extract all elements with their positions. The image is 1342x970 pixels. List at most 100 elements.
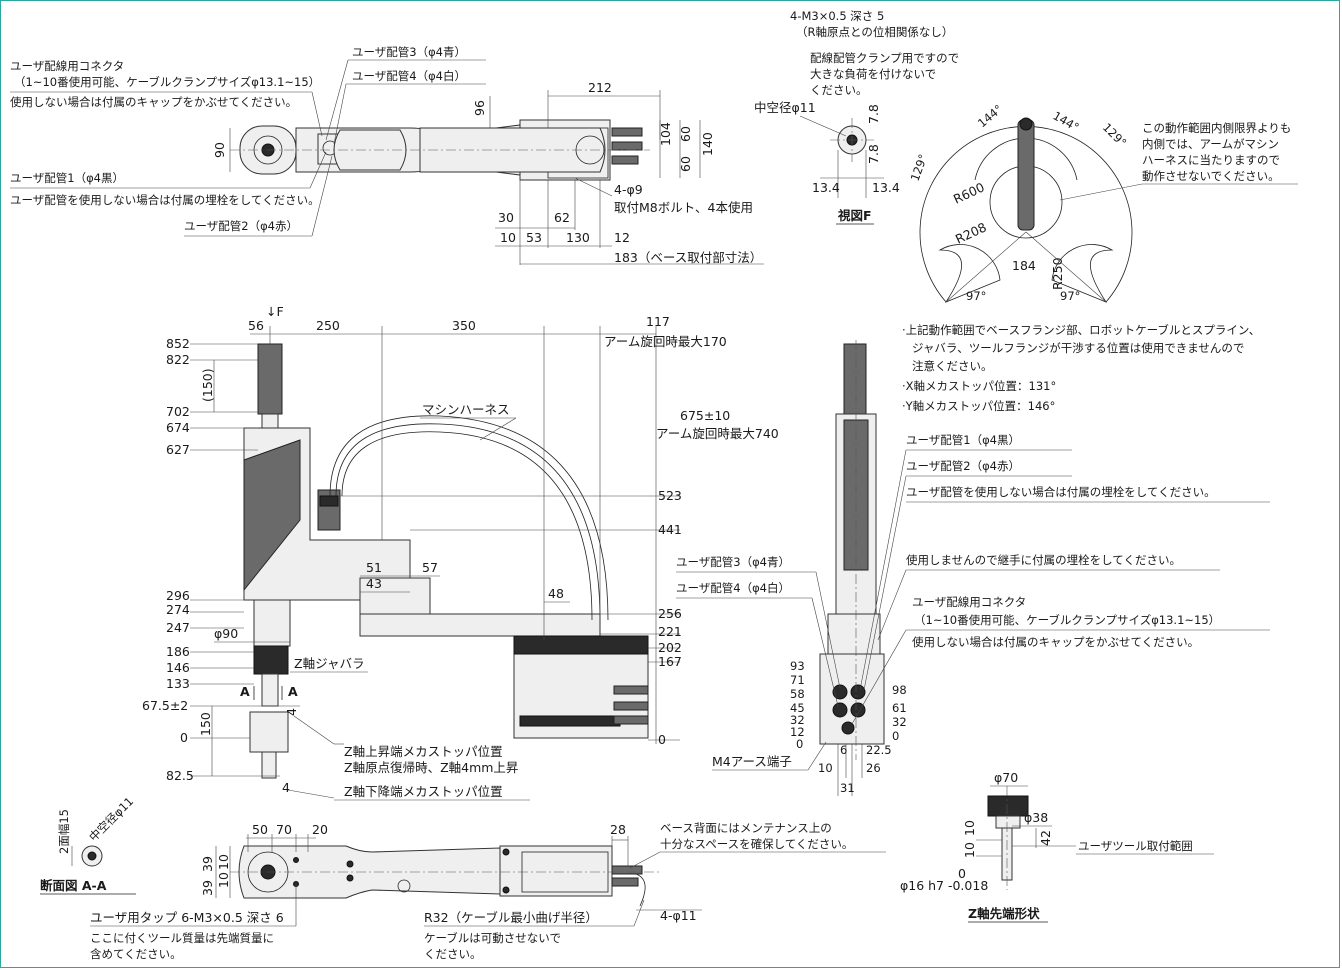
base-mount-dim: 183（ベース取付部寸法） <box>614 250 762 265</box>
dim-96: 96 <box>472 100 487 116</box>
rear-98: 98 <box>892 683 907 697</box>
note-4: ·X軸メカストッパ位置：131° <box>902 379 1056 393</box>
right-height-marks: 523 441 256 221 202 167 0 <box>340 488 682 747</box>
bottom-39a: 39 <box>200 856 215 872</box>
bottom-50: 50 <box>252 822 268 837</box>
rear-bellows <box>843 343 867 415</box>
phi-16-h7: φ16 h7 -0.018 <box>900 878 988 893</box>
note-5: ·Y軸メカストッパ位置：146° <box>902 399 1055 413</box>
rear-view: ユーザ配管1（φ4黒） ユーザ配管2（φ4赤） ユーザ配管を使用しない場合は付属… <box>676 340 1270 796</box>
clamp-note-2: 大きな負荷を付けないで <box>810 67 936 81</box>
pipe4-label: ユーザ配管4（φ4白） <box>352 69 466 83</box>
connector-cap <box>319 495 339 507</box>
rear-31: 31 <box>840 781 855 795</box>
h-133: 133 <box>166 676 190 691</box>
harness-outline-outer <box>329 415 609 621</box>
view-f-arrow: ↓F <box>266 304 284 319</box>
bolt-count: 4-φ9 <box>614 182 643 197</box>
z-tip-42: 42 <box>1038 830 1053 846</box>
base-fitting-3 <box>613 715 649 725</box>
bottom-28: 28 <box>610 822 626 837</box>
cable-note-1: ケーブルは可動させないで <box>424 931 561 945</box>
rear-pipe3: ユーザ配管3（φ4青） <box>676 555 790 569</box>
dim-62: 62 <box>554 210 570 225</box>
rear-71: 71 <box>790 673 805 687</box>
arm1 <box>359 613 601 637</box>
z-tip-0: 0 <box>958 866 966 881</box>
note-1: ·上記動作範囲でベースフランジ部、ロボットケーブルとスプライン、 <box>902 323 1260 337</box>
h-296: 296 <box>166 588 190 603</box>
rear-port-2 <box>850 684 866 700</box>
note-3: 注意ください。 <box>912 359 993 373</box>
h-0-left: 0 <box>180 730 188 745</box>
z-lower-stop: Z軸下降端メカストッパ位置 <box>344 784 503 799</box>
radius-600: R600 <box>951 179 987 206</box>
rear-pipe-note: ユーザ配管を使用しない場合は付属の埋栓をしてください。 <box>906 485 1216 499</box>
h-441: 441 <box>658 522 682 537</box>
dim-13-4a: 13.4 <box>812 180 840 195</box>
section-a-left: A <box>240 684 250 699</box>
phi-38: φ38 <box>1024 810 1048 825</box>
dim-30: 30 <box>498 210 514 225</box>
base-vent <box>519 715 621 727</box>
rear-conn-title: ユーザ配線用コネクタ <box>912 595 1026 609</box>
range-note-4: 動作させないでください。 <box>1142 169 1280 183</box>
z-home-note: Z軸原点復帰時、Z軸4mm上昇 <box>344 760 518 775</box>
pipe2-label: ユーザ配管2（φ4赤） <box>184 219 298 233</box>
dim-140: 140 <box>700 132 715 156</box>
section-hollow: 中空径φ11 <box>86 794 136 844</box>
width-15: 2面幅15 <box>57 809 71 854</box>
rear-0-left: 0 <box>796 737 803 751</box>
rear-conn-detail: （1~10番使用可能、ケーブルクランプサイズφ13.1~15） <box>914 613 1220 627</box>
h-82-5: 82.5 <box>166 768 194 783</box>
phi-70: φ70 <box>994 770 1018 785</box>
h-0-right: 0 <box>658 732 666 747</box>
dim-13-4b: 13.4 <box>872 180 900 195</box>
h-523: 523 <box>658 488 682 503</box>
rear-pipe1: ユーザ配管1（φ4黒） <box>906 433 1020 447</box>
rear-26: 26 <box>866 761 881 775</box>
dim-10: 10 <box>500 230 516 245</box>
motion-range: 144° 144° 129° 129° R600 R208 184 R250 9… <box>908 102 1298 303</box>
bottom-39b: 39 <box>200 880 215 896</box>
lower-right-lobe <box>1051 244 1114 303</box>
earth-terminal: M4アース端子 <box>712 754 792 769</box>
rot-740: アーム旋回時最大740 <box>656 426 779 441</box>
view-f-hollow-label: 中空径φ11 <box>754 100 816 115</box>
section-aa-title: 断面図 A-A <box>40 878 107 893</box>
h-702: 702 <box>166 404 190 419</box>
h-221: 221 <box>658 624 682 639</box>
h-274: 274 <box>166 602 190 617</box>
bottom-cable <box>635 873 646 907</box>
upper-bellows <box>257 343 283 415</box>
note-2: ジャバラ、ツールフランジが干渉する位置は使用できませんので <box>912 341 1244 355</box>
dim-7-8b: 7.8 <box>866 144 881 164</box>
range-note-2: 内側では、アームがマシン <box>1142 137 1279 151</box>
top-view-fitting-3 <box>611 155 639 165</box>
bottom-joint <box>397 879 411 893</box>
rot-170: アーム旋回時最大170 <box>604 334 727 349</box>
h-150-paren: (150) <box>200 368 215 402</box>
rear-pipe2: ユーザ配管2（φ4赤） <box>906 459 1020 473</box>
bottom-70: 70 <box>276 822 292 837</box>
rear-6: 6 <box>840 743 847 757</box>
h-674: 674 <box>166 420 190 435</box>
dim-675: 675±10 <box>680 408 730 423</box>
h-67-5: 67.5±2 <box>142 698 188 713</box>
phi-90: φ90 <box>214 626 238 641</box>
dim-250: 250 <box>316 318 340 333</box>
range-arm <box>1017 119 1035 231</box>
view-f-title: 視図F <box>837 208 872 223</box>
h-627: 627 <box>166 442 190 457</box>
bottom-fitting-1 <box>611 865 643 875</box>
rear-space-note-2: 十分なスペースを確保してください。 <box>660 837 853 851</box>
pipe3-label: ユーザ配管3（φ4青） <box>352 45 466 59</box>
h-852: 852 <box>166 336 190 351</box>
section-aa: 2面幅15 中空径φ11 断面図 A-A <box>40 794 136 895</box>
lower-shaft <box>261 673 279 707</box>
view-f-tap-note: （R軸原点との位相関係なし） <box>796 25 953 39</box>
view-f-tap: 4-M3×0.5 深さ 5 <box>790 9 884 23</box>
harness-label: マシンハーネス <box>422 402 510 417</box>
